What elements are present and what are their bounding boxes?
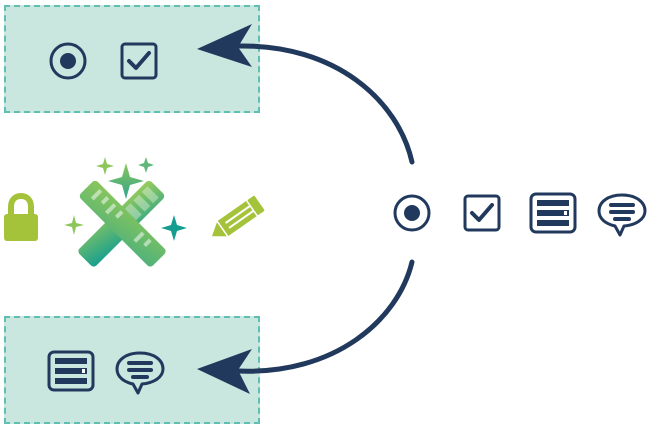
speech-bubble-icon xyxy=(115,351,165,395)
radio-button-icon xyxy=(49,42,87,80)
tools-sparkle-icon xyxy=(64,157,187,267)
center-list-box-icon xyxy=(529,192,577,234)
pencil-icon xyxy=(209,194,266,239)
lock-icon xyxy=(4,192,38,241)
list-box-icon xyxy=(47,350,95,392)
center-checkbox-icon xyxy=(463,194,501,232)
sparkle-small-icon xyxy=(161,215,187,241)
sparkle-small-icon xyxy=(64,215,84,235)
sparkle-small-icon xyxy=(138,157,154,173)
curved-arrow-to-bottom-panel xyxy=(235,259,415,374)
center-radio-button-icon xyxy=(393,194,431,232)
sparkle-small-icon xyxy=(96,157,114,175)
top-panel xyxy=(4,5,260,113)
curved-arrow-to-top-panel xyxy=(235,43,415,165)
arrowhead-bottom-icon xyxy=(197,349,252,394)
arrowhead-top-icon xyxy=(197,24,252,67)
center-speech-bubble-icon xyxy=(597,193,647,237)
sparkle-large-icon xyxy=(108,163,144,199)
checkbox-icon xyxy=(120,42,158,80)
